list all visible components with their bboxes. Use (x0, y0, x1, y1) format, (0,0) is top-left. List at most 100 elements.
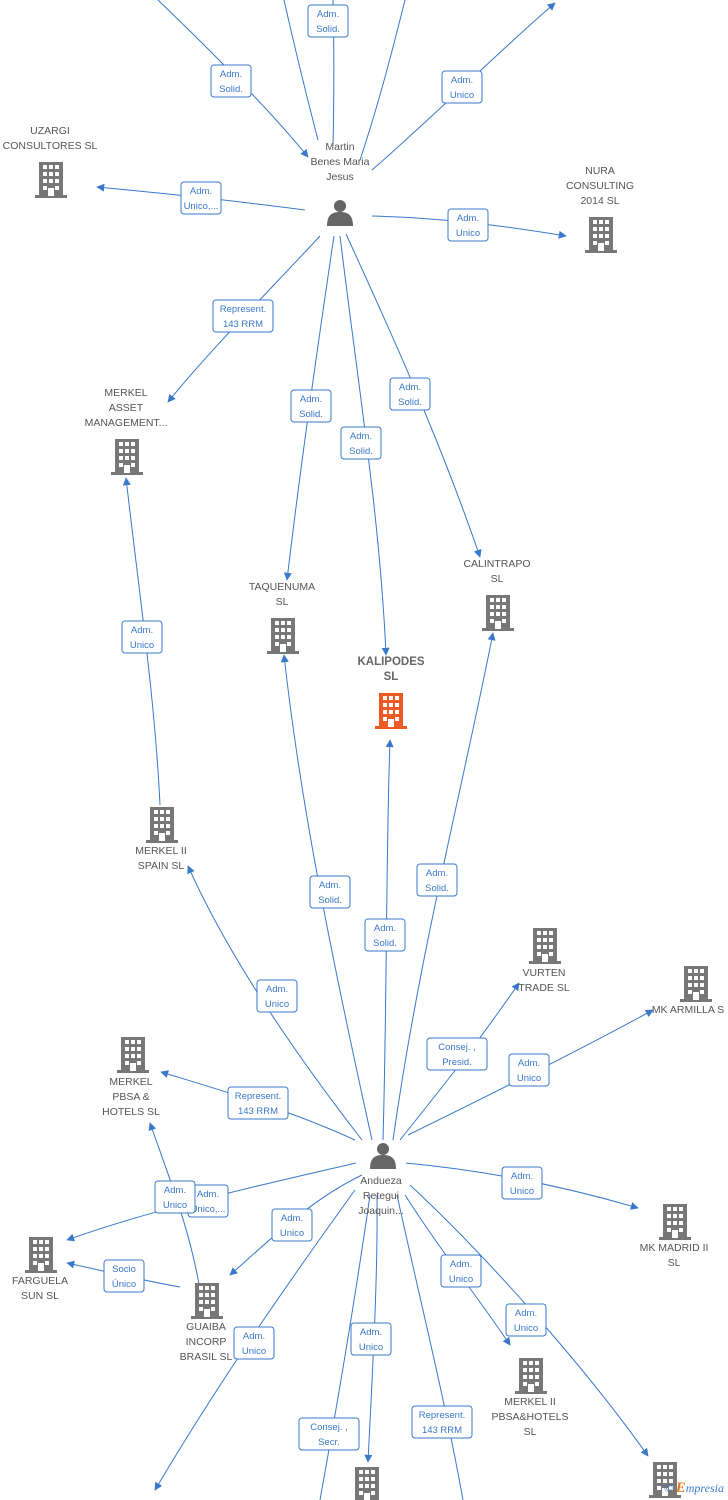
building-icon (375, 693, 407, 729)
relation-label-text: Adm. (374, 923, 396, 934)
relation-label-text: Adm. (220, 69, 242, 80)
relation-label[interactable]: Adm.Unico (440, 1254, 482, 1288)
person-node[interactable]: AnduezaReteguiJoaquin... (358, 1143, 404, 1217)
node-label: FARGUELA (12, 1275, 68, 1287)
node-label: Jesus (326, 171, 353, 183)
relation-label-box (426, 1037, 488, 1071)
relation-label[interactable]: Adm.Unico (508, 1053, 550, 1087)
building-icon (351, 1467, 383, 1500)
relation-label-text: Adm. (360, 1327, 382, 1338)
relation-label[interactable]: Adm.Unico (154, 1180, 196, 1214)
company-node[interactable]: TAQUENUMA SL (249, 581, 315, 654)
relation-label-text: 143 RRM (223, 319, 263, 330)
node-label: MERKEL II (135, 845, 187, 857)
relation-label-text: Unico (456, 228, 480, 239)
relation-label[interactable]: Consej. ,Secr. (298, 1417, 360, 1451)
relation-label-text: Unico (450, 90, 474, 101)
relation-label-text: Adm. (190, 186, 212, 197)
relation-label-box (233, 1326, 275, 1360)
relation-label[interactable]: Consej. ,Presid. (426, 1037, 488, 1071)
node-label: SL (491, 573, 504, 585)
relation-label-text: Adm. (131, 625, 153, 636)
relation-label-box (180, 181, 222, 215)
company-node[interactable] (351, 1467, 383, 1500)
relation-label[interactable]: Adm.Unico (505, 1303, 547, 1337)
relation-label-text: Adm. (243, 1331, 265, 1342)
relation-label[interactable]: Adm.Unico,... (180, 181, 222, 215)
relation-label[interactable]: Adm. Unico (233, 1326, 275, 1360)
company-node[interactable]: MK ARMILLA S (652, 966, 724, 1016)
relation-label[interactable]: Adm.Solid. (210, 64, 252, 98)
node-label: HOTELS SL (102, 1106, 160, 1118)
relation-label-box (411, 1405, 473, 1439)
relation-label[interactable]: Adm.Solid. (290, 389, 332, 423)
building-icon (680, 966, 712, 1002)
edge-labels-layer: Adm.Solid.Adm.Solid.Adm.UnicoAdm.Unico,.… (103, 4, 550, 1451)
relation-label-text: Adm. (450, 1259, 472, 1270)
copyright-credit[interactable]: © Empresia (664, 1480, 724, 1497)
node-label: SL (668, 1257, 681, 1269)
relation-label-text: Socio (112, 1264, 136, 1275)
person-icon (370, 1143, 396, 1169)
relation-label-text: Adm. (451, 75, 473, 86)
relation-label-text: Adm. (319, 880, 341, 891)
relation-label-text: Unico (242, 1346, 266, 1357)
relation-label[interactable]: Adm.Solid. (309, 875, 351, 909)
relation-label-text: Adm. (399, 382, 421, 393)
company-node[interactable]: MERKEL II SPAIN SL (135, 807, 187, 872)
relation-label-text: 143 RRM (238, 1106, 278, 1117)
relation-label-text: Solid. (373, 938, 397, 949)
relation-label-text: Solid. (316, 24, 340, 35)
node-label: INCORP (186, 1336, 227, 1348)
relation-label-box (508, 1053, 550, 1087)
relation-label-box (256, 979, 298, 1013)
node-label: SPAIN SL (138, 860, 185, 872)
relation-label-text: Unico (510, 1186, 534, 1197)
relation-label[interactable]: Adm.Unico (256, 979, 298, 1013)
relation-label[interactable]: Adm.Unico (121, 620, 163, 654)
relation-label[interactable]: Adm.Solid. (340, 426, 382, 460)
node-label: Andueza (360, 1175, 402, 1187)
node-label: Joaquin... (358, 1205, 404, 1217)
relation-label[interactable]: Adm.Solid. (416, 863, 458, 897)
relation-label[interactable]: Adm.Unico (271, 1208, 313, 1242)
building-icon (659, 1204, 691, 1240)
relation-label[interactable]: Represent.143 RRM (227, 1086, 289, 1120)
relation-label-text: Unico (359, 1342, 383, 1353)
relation-label-text: Adm. (197, 1189, 219, 1200)
relation-label[interactable]: Adm. Solid. (364, 918, 406, 952)
company-node[interactable]: MERKELASSETMANAGEMENT... (85, 387, 168, 475)
relation-label-text: Adm. (426, 868, 448, 879)
relation-label-box (416, 863, 458, 897)
relation-label-text: Adm. (511, 1171, 533, 1182)
relation-label[interactable]: Adm.Solid. (389, 377, 431, 411)
node-label: Martin (325, 141, 354, 153)
relation-label[interactable]: Adm. Unico (350, 1322, 392, 1356)
relation-label[interactable]: Represent.143 RRM (212, 299, 274, 333)
relation-label[interactable]: Adm.Unico,... (187, 1184, 229, 1218)
node-label: PBSA & (112, 1091, 149, 1103)
relation-label[interactable]: Adm.Unico (447, 208, 489, 242)
node-label: SL (276, 596, 289, 608)
relation-label-box (350, 1322, 392, 1356)
relation-label[interactable]: Adm.Solid. (307, 4, 349, 38)
relation-label[interactable]: Adm. Unico (501, 1166, 543, 1200)
relation-label[interactable]: Represent.143 RRM (411, 1405, 473, 1439)
node-label: TAQUENUMA (249, 581, 315, 593)
relation-label-text: Presid. (442, 1057, 472, 1068)
relation-label[interactable]: Adm. Unico (441, 70, 483, 104)
relation-label-box (364, 918, 406, 952)
